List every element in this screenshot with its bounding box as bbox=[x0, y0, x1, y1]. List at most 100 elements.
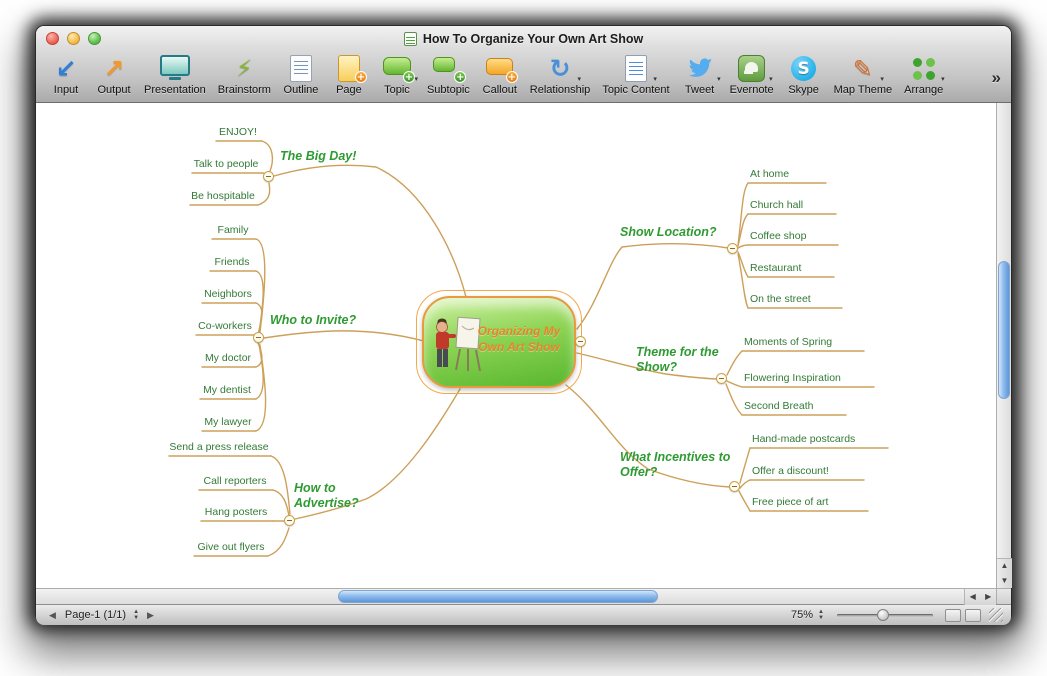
subtopic-neighbors[interactable]: Neighbors bbox=[204, 288, 252, 300]
toolbar-button-topic[interactable]: Topic bbox=[373, 53, 421, 96]
subtopic-free-piece-of-art[interactable]: Free piece of art bbox=[752, 496, 829, 508]
subtopic-coffee-shop[interactable]: Coffee shop bbox=[750, 230, 807, 242]
zoom-slider[interactable] bbox=[837, 609, 933, 621]
brainstorm-lightning-icon bbox=[226, 53, 262, 84]
scroll-down-arrow-icon[interactable]: ▼ bbox=[1000, 575, 1009, 585]
map-theme-pencil-icon bbox=[845, 53, 881, 84]
twitter-bird-icon bbox=[682, 53, 718, 84]
chevron-down-icon bbox=[941, 75, 945, 83]
document-icon bbox=[403, 31, 417, 46]
toolbar-overflow-chevron[interactable]: » bbox=[991, 67, 1001, 87]
subtopic-church-hall[interactable]: Church hall bbox=[750, 199, 804, 211]
collapse-handle-who-to-invite[interactable] bbox=[253, 332, 264, 343]
collapse-handle-show-location[interactable] bbox=[727, 243, 738, 254]
toolbar-button-page[interactable]: Page bbox=[325, 53, 373, 96]
main-topic-what-incentives[interactable]: What Incentives to Offer? bbox=[620, 450, 731, 479]
vertical-scrollbar-thumb[interactable] bbox=[998, 261, 1010, 399]
branch-connectors bbox=[168, 140, 889, 557]
central-topic-label: Organizing My Own Art Show bbox=[477, 324, 561, 355]
main-topic-show-location[interactable]: Show Location? bbox=[620, 225, 717, 239]
outline-document-icon bbox=[283, 53, 319, 84]
toolbar-button-skype[interactable]: Skype bbox=[780, 53, 828, 96]
collapse-handle-what-incentives[interactable] bbox=[729, 481, 740, 492]
toolbar-button-input[interactable]: Input bbox=[42, 53, 90, 96]
zoom-window-button[interactable] bbox=[88, 32, 101, 45]
mindmap-canvas[interactable]: Organizing My Own Art Show The Big Day! … bbox=[36, 103, 996, 588]
titlebar[interactable]: How To Organize Your Own Art Show bbox=[36, 26, 1011, 51]
main-topic-the-big-day[interactable]: The Big Day! bbox=[280, 149, 357, 163]
main-topic-theme-for-the-show[interactable]: Theme for the Show? bbox=[636, 345, 719, 374]
zoom-slider-knob[interactable] bbox=[877, 609, 889, 621]
subtopic-flowering-inspiration[interactable]: Flowering Inspiration bbox=[744, 372, 841, 384]
minimize-button[interactable] bbox=[67, 32, 80, 45]
scroll-up-arrow-icon[interactable]: ▲ bbox=[1000, 561, 1009, 571]
next-page-button[interactable] bbox=[142, 610, 159, 621]
evernote-elephant-icon bbox=[734, 53, 770, 84]
toolbar-button-relationship[interactable]: Relationship bbox=[524, 53, 597, 96]
toolbar-button-brainstorm[interactable]: Brainstorm bbox=[212, 53, 277, 96]
subtopic-moments-of-spring[interactable]: Moments of Spring bbox=[744, 336, 833, 348]
subtopic-at-home[interactable]: At home bbox=[750, 168, 790, 180]
horizontal-scrollbar[interactable]: ◀ ▶ bbox=[36, 588, 996, 605]
subtopic-be-hospitable[interactable]: Be hospitable bbox=[191, 190, 255, 202]
close-button[interactable] bbox=[46, 32, 59, 45]
toolbar-button-presentation[interactable]: Presentation bbox=[138, 53, 212, 96]
collapse-handle-theme-for-show[interactable] bbox=[716, 373, 727, 384]
topic-add-icon bbox=[379, 53, 415, 84]
traffic-lights bbox=[46, 32, 101, 45]
subtopic-second-breath[interactable]: Second Breath bbox=[744, 400, 814, 412]
subtopic-friends[interactable]: Friends bbox=[214, 256, 250, 268]
plus-badge-icon bbox=[454, 71, 467, 83]
subtopic-give-out-flyers[interactable]: Give out flyers bbox=[197, 541, 265, 553]
subtopic-my-lawyer[interactable]: My lawyer bbox=[204, 416, 252, 428]
chevron-down-icon bbox=[653, 75, 657, 83]
subtopic-on-the-street[interactable]: On the street bbox=[750, 293, 811, 305]
subtopic-family[interactable]: Family bbox=[217, 224, 249, 236]
collapse-handle-big-day[interactable] bbox=[263, 171, 274, 182]
scroll-left-arrow-icon[interactable]: ◀ bbox=[969, 592, 976, 601]
main-topic-how-to-advertise[interactable]: How to Advertise? bbox=[294, 481, 359, 510]
scroll-right-arrow-icon[interactable]: ▶ bbox=[985, 592, 992, 601]
subtopic-co-workers[interactable]: Co-workers bbox=[198, 320, 252, 332]
vertical-scrollbar[interactable]: ▲ ▼ bbox=[996, 103, 1012, 588]
zoom-stepper[interactable]: ▲▼ bbox=[818, 609, 824, 621]
subtopic-hand-made-postcards[interactable]: Hand-made postcards bbox=[752, 433, 856, 445]
toolbar-button-topic-content[interactable]: Topic Content bbox=[596, 53, 675, 96]
plus-badge-icon bbox=[402, 71, 415, 83]
toolbar-button-subtopic[interactable]: Subtopic bbox=[421, 53, 476, 96]
subtopic-enjoy[interactable]: ENJOY! bbox=[219, 126, 257, 138]
main-topic-who-to-invite[interactable]: Who to Invite? bbox=[270, 313, 357, 327]
window-resize-grip[interactable] bbox=[989, 608, 1003, 622]
fit-page-button[interactable] bbox=[945, 608, 961, 622]
central-topic[interactable]: Organizing My Own Art Show bbox=[422, 296, 576, 388]
chevron-down-icon bbox=[578, 75, 582, 83]
subtopic-call-reporters[interactable]: Call reporters bbox=[203, 475, 267, 487]
plus-badge-icon bbox=[354, 71, 367, 83]
subtopic-offer-a-discount[interactable]: Offer a discount! bbox=[752, 465, 829, 477]
toolbar: Input Output Presentation Brainstorm Out… bbox=[36, 51, 1011, 102]
subtopic-send-a-press-release[interactable]: Send a press release bbox=[169, 441, 269, 453]
toolbar-button-output[interactable]: Output bbox=[90, 53, 138, 96]
subtopic-my-dentist[interactable]: My dentist bbox=[203, 384, 251, 396]
toolbar-button-map-theme[interactable]: Map Theme bbox=[828, 53, 899, 96]
toolbar-button-tweet[interactable]: Tweet bbox=[676, 53, 724, 96]
toolbar-button-evernote[interactable]: Evernote bbox=[724, 53, 780, 96]
fit-width-button[interactable] bbox=[965, 608, 981, 622]
toolbar-button-callout[interactable]: Callout bbox=[476, 53, 524, 96]
scrollbar-corner bbox=[996, 588, 1011, 604]
subtopic-hang-posters[interactable]: Hang posters bbox=[204, 506, 268, 518]
output-arrow-icon bbox=[96, 53, 132, 84]
chevron-down-icon bbox=[880, 75, 884, 83]
subtopic-my-doctor[interactable]: My doctor bbox=[204, 352, 252, 364]
collapse-handle-how-to-advertise[interactable] bbox=[284, 515, 295, 526]
callout-add-icon bbox=[482, 53, 518, 84]
subtopic-talk-to-people[interactable]: Talk to people bbox=[193, 158, 259, 170]
chevron-down-icon bbox=[717, 75, 721, 83]
toolbar-button-arrange[interactable]: Arrange bbox=[898, 53, 949, 96]
subtopic-restaurant[interactable]: Restaurant bbox=[750, 262, 802, 274]
horizontal-scrollbar-thumb[interactable] bbox=[338, 590, 658, 603]
collapse-handle-central-topic[interactable] bbox=[575, 336, 586, 347]
toolbar-button-outline[interactable]: Outline bbox=[277, 53, 325, 96]
previous-page-button[interactable] bbox=[44, 610, 61, 621]
page-stepper[interactable]: ▲▼ bbox=[133, 609, 140, 621]
